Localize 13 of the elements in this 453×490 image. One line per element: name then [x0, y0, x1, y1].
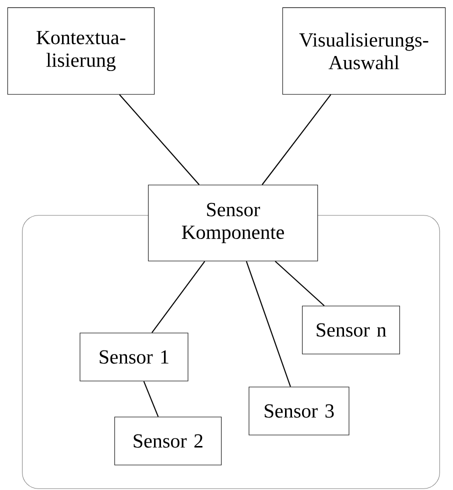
connector-line [152, 260, 206, 334]
connector-line [246, 261, 291, 387]
component-box: Visualisierungs- Auswahl [282, 7, 446, 95]
connector-line [262, 94, 332, 186]
component-box: Kontextua- lisierung [7, 7, 155, 95]
sensor-box: Sensor 3 [248, 386, 350, 436]
connector-line [119, 94, 200, 186]
sensor-box: Sensor 2 [114, 416, 222, 466]
connector-line [143, 381, 159, 417]
sensor-box: Sensor n [302, 306, 400, 354]
sensor-box: Sensor 1 [80, 332, 188, 382]
component-box: Sensor Komponente [148, 184, 318, 262]
connector-line [274, 260, 325, 306]
